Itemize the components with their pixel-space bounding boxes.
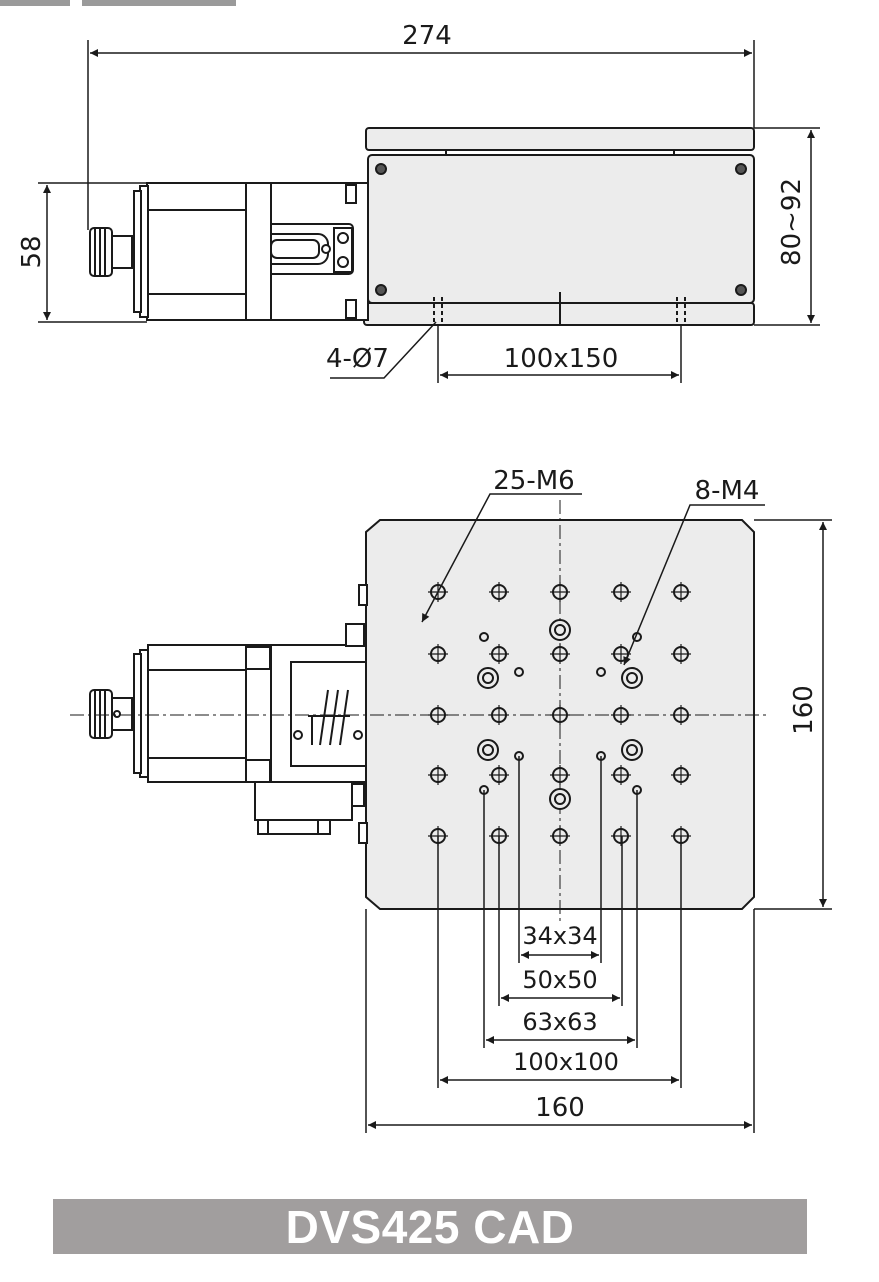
top-tab-left [0, 0, 70, 6]
m6-holes-label: 25-M6 [493, 466, 574, 496]
motor-height-label: 58 [17, 235, 47, 268]
hole-crosshair [611, 765, 631, 785]
hole-crosshair [489, 765, 509, 785]
counterbore-inner [482, 744, 494, 756]
screw-icon [735, 163, 747, 175]
hole-crosshair [611, 644, 631, 664]
hole-crosshair [611, 582, 631, 602]
table-width-label: 160 [535, 1093, 585, 1123]
pattern-34-label: 34x34 [522, 922, 597, 950]
screw-icon [375, 284, 387, 296]
side-motor-body [146, 182, 272, 321]
top-tab-right [82, 0, 236, 6]
counterbore-inner [554, 793, 566, 805]
hole-crosshair [489, 582, 509, 602]
hole-crosshair [550, 826, 570, 846]
pattern-63-label: 63x63 [522, 1008, 597, 1036]
hole-crosshair [611, 705, 631, 725]
top-connector-box [254, 781, 353, 821]
m4-hole [596, 667, 606, 677]
m4-hole [479, 632, 489, 642]
stage-height-label: 80~92 [777, 178, 807, 266]
hole-crosshair [550, 582, 570, 602]
screw-icon [375, 163, 387, 175]
drawing-title: DVS425 CAD [285, 1200, 575, 1253]
side-main-body [367, 154, 755, 304]
cad-drawing: 274 58 80~92 4-Ø7 100x150 [17, 21, 832, 1133]
hole-crosshair [550, 765, 570, 785]
screw-icon [735, 284, 747, 296]
top-dimensions [365, 493, 832, 1133]
hole-crosshair [489, 705, 509, 725]
hole-crosshair [611, 826, 631, 846]
pattern-50-label: 50x50 [522, 966, 597, 994]
hole-crosshair [428, 705, 448, 725]
db9-connector-icon [257, 819, 331, 835]
side-dimensions [38, 40, 820, 383]
pattern-100-label: 100x100 [513, 1048, 619, 1076]
overall-length-label: 274 [402, 21, 452, 51]
hole-crosshair [671, 765, 691, 785]
hole-crosshair [671, 705, 691, 725]
hole-pattern [428, 582, 691, 846]
title-bar: DVS425 CAD [53, 1199, 807, 1254]
m4-hole [514, 667, 524, 677]
counterbore-inner [554, 624, 566, 636]
hole-crosshair [550, 644, 570, 664]
m4-holes-label: 8-M4 [695, 476, 760, 506]
hole-crosshair [550, 705, 570, 725]
hole-crosshair [671, 582, 691, 602]
mount-holes-label: 4-Ø7 [326, 344, 389, 374]
hole-crosshair [671, 644, 691, 664]
hole-crosshair [428, 644, 448, 664]
mount-pattern-label: 100x150 [504, 344, 619, 374]
table-height-label: 160 [789, 685, 819, 735]
counterbore-inner [626, 672, 638, 684]
hole-crosshair [489, 644, 509, 664]
side-top-plate [365, 127, 755, 151]
hole-crosshair [428, 765, 448, 785]
side-view [89, 127, 755, 326]
counterbore-inner [482, 672, 494, 684]
counterbore-inner [626, 744, 638, 756]
